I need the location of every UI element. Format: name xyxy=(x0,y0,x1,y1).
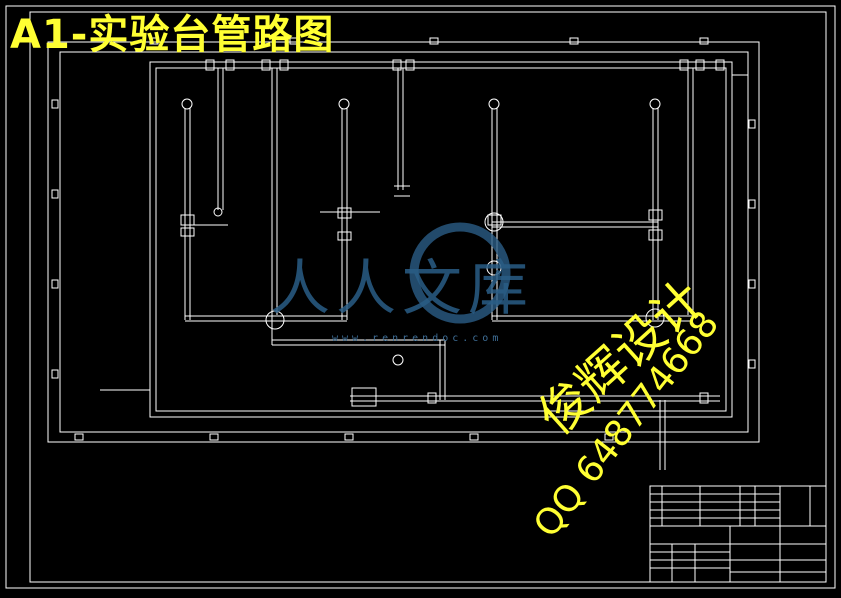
gauge-symbols xyxy=(181,98,665,366)
sheet-inner-border xyxy=(29,11,827,583)
drawing-title: A1-实验台管路图 xyxy=(10,12,335,58)
bench-frame-inner xyxy=(59,51,749,433)
frame-mounting-bolts xyxy=(51,37,756,441)
watermark-logo-icon xyxy=(409,222,511,324)
main-pipe-loop-inner xyxy=(155,67,727,412)
sheet-outer-border xyxy=(5,5,836,589)
main-pipe-loop-outer xyxy=(149,61,733,418)
watermark-brand: 人人文库 xyxy=(270,254,534,324)
watermark-url: www.renrendoc.com xyxy=(332,333,503,344)
bench-frame-outer xyxy=(47,41,760,443)
title-block xyxy=(649,485,827,583)
valve-fittings xyxy=(180,59,725,407)
